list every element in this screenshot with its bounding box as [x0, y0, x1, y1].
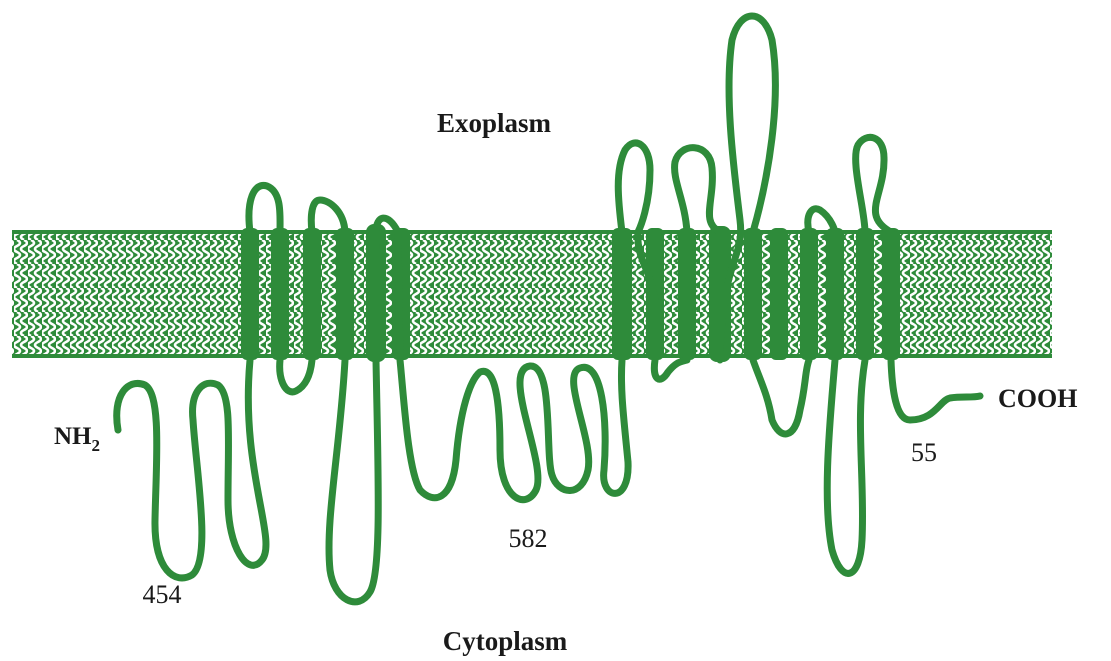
n-terminus-text: NH [54, 423, 92, 450]
segment-label-582: 582 [509, 524, 548, 553]
n-terminus-subscript: 2 [92, 436, 101, 455]
c-terminus-label: COOH [998, 384, 1077, 413]
helix-12 [770, 228, 788, 360]
n-terminus-label: NH2 [54, 423, 100, 455]
segment-label-55: 55 [911, 438, 937, 467]
segment-label-454: 454 [143, 580, 182, 609]
cytoplasm-label: Cytoplasm [443, 626, 568, 656]
exoplasm-label: Exoplasm [437, 108, 552, 138]
